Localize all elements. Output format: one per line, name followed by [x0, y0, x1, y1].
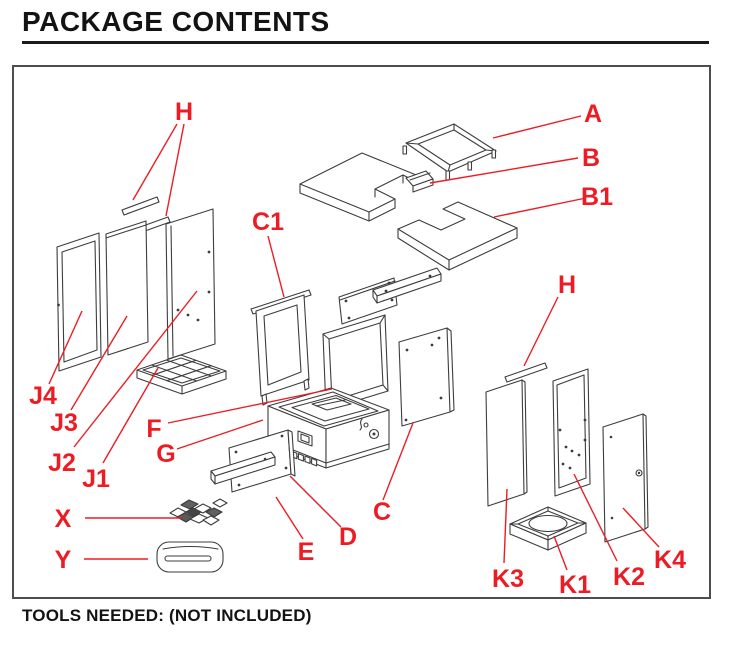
part-label-c1: C1 — [252, 208, 284, 236]
part-drawing-j3-panel — [105, 220, 149, 356]
leader-b — [429, 157, 579, 184]
part-label-j2: J2 — [48, 449, 76, 477]
leader-d — [289, 475, 342, 528]
part-drawing-x-rocks — [169, 498, 228, 526]
tools-needed-note: TOOLS NEEDED: (NOT INCLUDED) — [22, 606, 312, 625]
leader-e — [275, 496, 304, 540]
part-drawing-k2-panel — [552, 368, 591, 497]
part-label-h-left: H — [175, 98, 193, 126]
part-label-f: F — [146, 415, 161, 443]
part-drawing-c1-frame — [250, 289, 312, 406]
part-drawing-a-lid — [402, 123, 497, 181]
part-drawing-e-bar — [210, 451, 276, 485]
part-label-j4: J4 — [29, 382, 57, 410]
part-drawing-c-panel — [398, 327, 455, 427]
part-label-b1: B1 — [581, 183, 613, 211]
leader-j1 — [102, 367, 159, 464]
part-drawing-b1-tabletop-right — [397, 201, 518, 271]
page-title: PACKAGE CONTENTS — [22, 6, 330, 37]
part-labels: H A B B1 C1 H J4 J3 J2 J1 F G X Y E D C … — [29, 98, 686, 599]
leader-h-left-1 — [132, 123, 178, 201]
part-label-g: G — [156, 440, 175, 468]
part-label-x: X — [55, 505, 72, 533]
part-label-k3: K3 — [492, 565, 524, 593]
part-drawing-j1-grid — [136, 354, 227, 395]
leader-k1 — [553, 535, 568, 571]
leader-j3 — [70, 315, 128, 411]
part-drawing-k1-base — [509, 506, 587, 551]
leader-h-right — [523, 296, 559, 367]
part-label-d: D — [339, 523, 357, 551]
leader-c — [382, 422, 414, 501]
leader-f — [167, 388, 333, 424]
part-label-a: A — [584, 100, 602, 128]
part-label-k2: K2 — [613, 563, 645, 591]
part-drawing-burner-box — [267, 387, 390, 469]
part-drawing-j2-panel — [165, 208, 216, 360]
leader-h-left-2 — [165, 123, 185, 217]
leader-k4 — [622, 507, 660, 548]
diagram-border — [12, 65, 711, 599]
part-label-b: B — [582, 144, 600, 172]
leader-b1 — [493, 197, 587, 218]
leader-lines — [48, 115, 660, 571]
leader-j2 — [73, 290, 198, 448]
part-label-j3: J3 — [50, 409, 78, 437]
part-drawing-f-screen — [322, 314, 389, 411]
part-label-y: Y — [55, 546, 72, 574]
part-label-k1: K1 — [559, 571, 591, 599]
title-underline: PACKAGE CONTENTS — [22, 6, 709, 44]
part-label-e: E — [298, 538, 315, 566]
part-drawing-j4-panel — [56, 232, 102, 372]
part-drawing-b-bracket — [405, 170, 434, 193]
part-drawing-y-cover — [156, 541, 224, 573]
part-drawing-h-strip-right — [504, 362, 548, 383]
part-label-c: C — [373, 498, 391, 526]
part-drawing-b-tabletop-left — [299, 152, 432, 222]
leader-j4 — [48, 310, 83, 385]
leader-k3 — [503, 488, 508, 564]
part-label-h-right: H — [558, 271, 576, 299]
part-drawing-support-bar — [372, 267, 442, 304]
leader-a — [492, 115, 582, 139]
leader-g — [176, 419, 264, 450]
part-drawing-k4-door — [602, 413, 649, 543]
parts-artwork — [56, 123, 649, 573]
part-drawing-k3-panel — [485, 379, 528, 507]
part-label-j1: J1 — [82, 465, 110, 493]
leader-k2 — [573, 473, 618, 562]
leader-c1 — [267, 235, 285, 298]
part-label-k4: K4 — [654, 546, 686, 574]
